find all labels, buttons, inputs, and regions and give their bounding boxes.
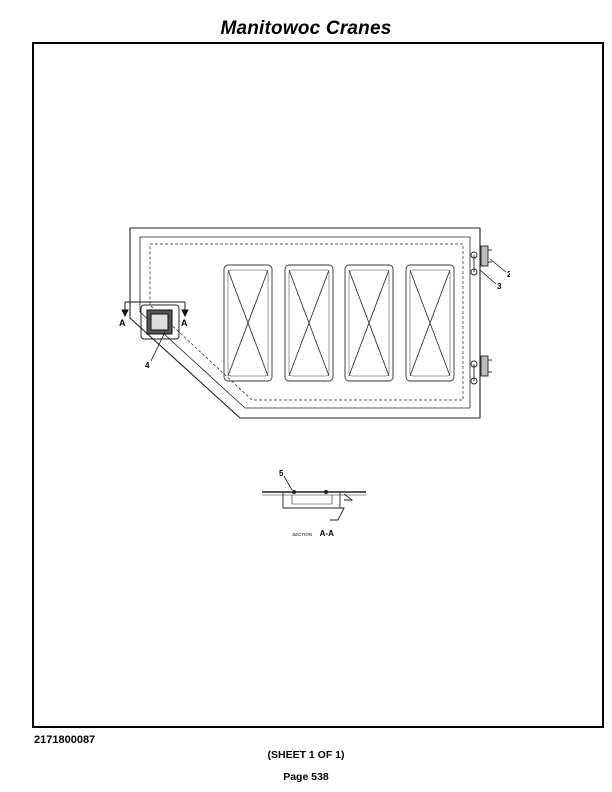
- latch-hardware-top: [470, 245, 492, 276]
- tray-assembly-drawing: A A 2 3 4 5 SECTION A-A: [119, 227, 510, 540]
- document-number: 2171800087: [34, 734, 96, 746]
- compartment-2: [284, 264, 334, 382]
- callout-4: 4: [145, 361, 150, 370]
- section-caption-id: A-A: [320, 529, 334, 538]
- section-cut-line: [121, 301, 189, 318]
- drawing-frame: [32, 42, 604, 728]
- section-marker-right: A: [181, 318, 188, 328]
- section-marker-left: A: [119, 318, 126, 328]
- sheet-label: (SHEET 1 OF 1): [267, 749, 345, 761]
- section-caption-prefix: SECTION: [292, 532, 313, 537]
- compartment-3: [344, 264, 394, 382]
- latch-hardware-bottom: [470, 355, 492, 385]
- compartment-4: [405, 264, 455, 382]
- section-caption: SECTION A-A: [292, 523, 334, 540]
- page-title: Manitowoc Cranes: [220, 18, 392, 39]
- callout-2: 2: [507, 270, 510, 279]
- grommet-fitting: [140, 304, 180, 340]
- section-detail: [262, 489, 366, 521]
- callout-3: 3: [497, 282, 502, 291]
- callout-5: 5: [279, 469, 284, 478]
- compartment-panels: [223, 264, 455, 382]
- page-number: Page 538: [283, 771, 329, 783]
- tray-housing: [129, 227, 481, 419]
- callout-leaders: [150, 258, 507, 491]
- compartment-1: [223, 264, 273, 382]
